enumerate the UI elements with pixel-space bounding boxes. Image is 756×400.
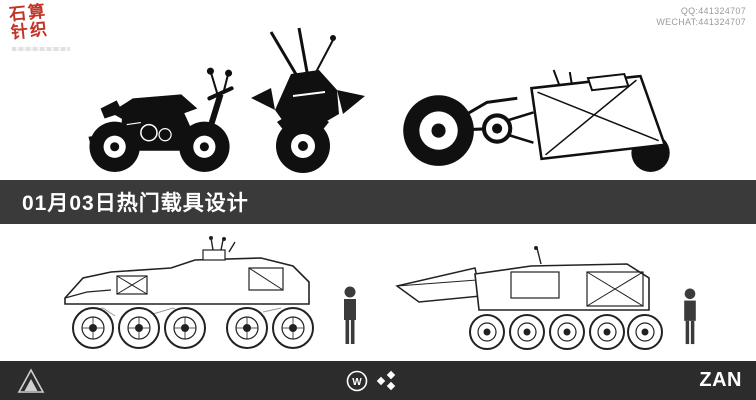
scale-figure-right (684, 288, 696, 345)
rover-left-drawing (64, 236, 314, 349)
footer-w-label: W (352, 377, 362, 388)
contact-wechat: WECHAT:441324707 (656, 17, 746, 27)
footer-dot-icon (386, 381, 396, 391)
cargo-trike-drawing (403, 69, 670, 172)
stamp-watermark-smudge (12, 47, 70, 51)
article-title[interactable]: 01月03日热门载具设计 (22, 192, 249, 215)
contact-info: QQ:441324707 WECHAT:441324707 (656, 6, 746, 28)
footer-w-logo: W (346, 370, 396, 392)
motorcycle-side-drawing (88, 67, 234, 172)
footer-brand-logo: ZAN (699, 369, 742, 391)
seal-stamp: 石算针织 (8, 1, 50, 43)
footer-bar: W ZAN (0, 361, 756, 400)
contact-qq: QQ:441324707 (680, 6, 746, 16)
article-title-banner[interactable]: 01月03日热门载具设计 (0, 180, 756, 224)
footer-dot-icon (376, 376, 386, 386)
rover-right-drawing (395, 246, 663, 350)
footer-dot-icon (386, 370, 396, 380)
scale-figure-left (344, 286, 356, 344)
motorcycle-front-drawing (251, 27, 365, 173)
footer-triangle-logo (17, 368, 45, 393)
